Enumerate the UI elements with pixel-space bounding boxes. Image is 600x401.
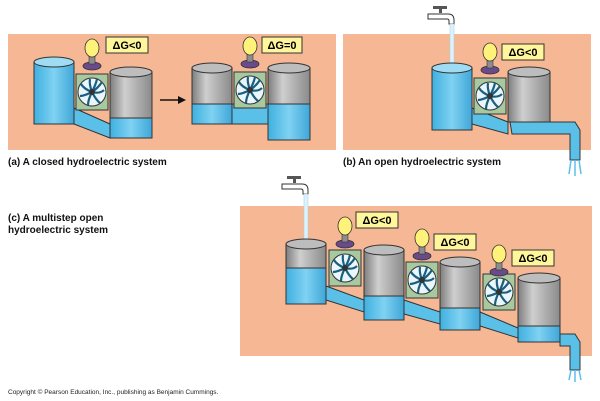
open-system [427,5,582,176]
label-b: ΔG<0 [508,47,537,59]
label-c2: ΔG<0 [440,237,469,249]
turbine-icon [74,72,110,112]
label-a-left: ΔG<0 [112,40,141,52]
light-bulb-icon [335,216,355,249]
faucet-icon [281,175,309,195]
light-bulb-icon [480,42,500,75]
light-bulb-icon [489,244,509,277]
label-c3: ΔG<0 [518,253,547,265]
label-c1: ΔG<0 [362,215,391,227]
light-bulb-icon [412,228,432,261]
light-bulb-icon [82,38,102,71]
closed-system-right [191,36,311,141]
copyright-notice: Copyright © Pearson Education, Inc., pub… [8,389,219,396]
turbine-icon [404,260,440,300]
label-a-right: ΔG=0 [267,40,296,52]
caption-multistep-system: (c) A multistep open hydroelectric syste… [8,213,109,236]
caption-open-system: (b) An open hydroelectric system [343,157,501,168]
turbine-icon [472,76,508,116]
light-bulb-icon [240,36,260,69]
closed-system-left [33,38,153,139]
caption-closed-system: (a) A closed hydroelectric system [8,157,167,168]
arrow-icon [160,96,186,104]
turbine-icon [481,272,517,312]
multistep-system [281,175,582,382]
faucet-icon [427,5,455,25]
turbine-icon [327,248,363,288]
turbine-icon [232,70,268,110]
